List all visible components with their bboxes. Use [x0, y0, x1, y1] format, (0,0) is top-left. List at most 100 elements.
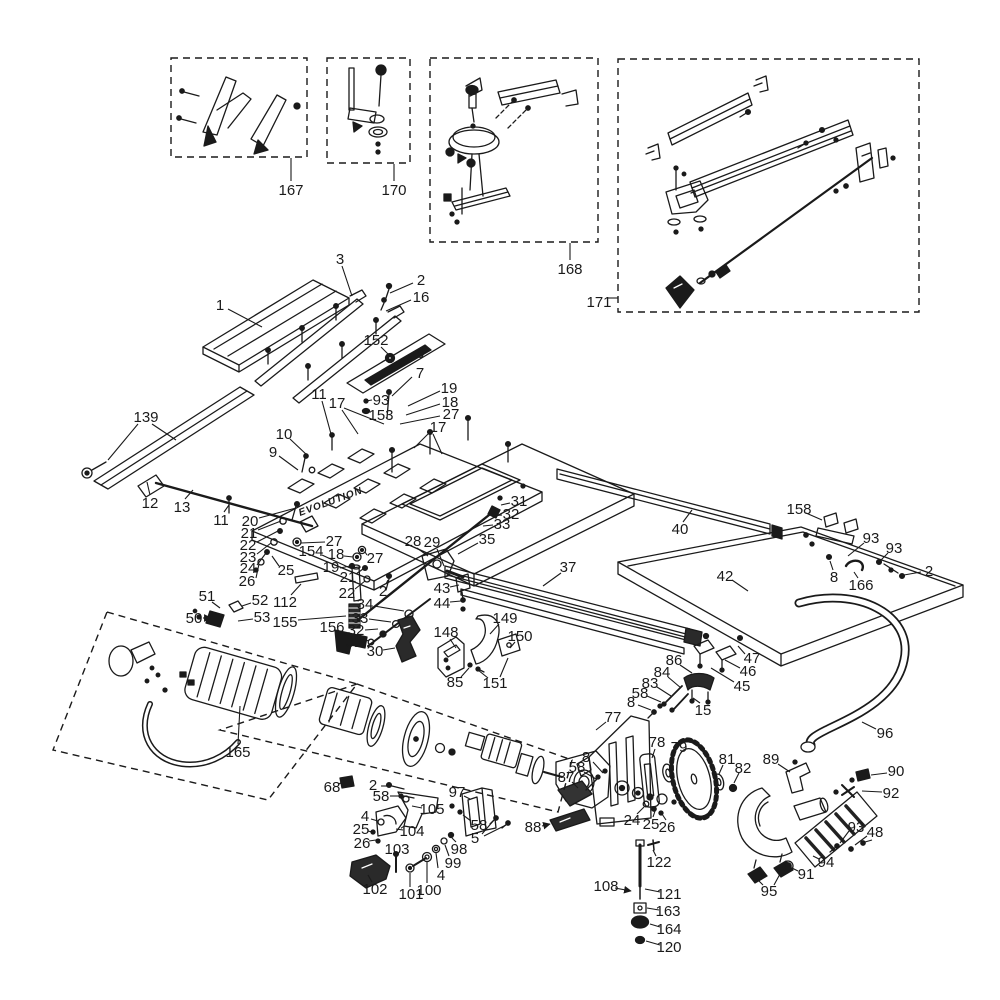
part-label-148: 148 [433, 624, 458, 641]
part-label-79: 79 [671, 739, 688, 756]
leader-line-163 [646, 907, 660, 911]
part-label-11: 11 [311, 386, 327, 403]
support-bars-drawing [81, 386, 335, 528]
leader-line-97 [463, 795, 471, 800]
part-label-68: 68 [324, 779, 341, 796]
part-label-163: 163 [655, 903, 680, 920]
part-label-18: 18 [442, 394, 459, 411]
leader-line-83 [656, 686, 672, 697]
side-rails-drawing [254, 282, 405, 404]
leader-line-149 [489, 623, 500, 635]
part-label-2: 2 [379, 583, 387, 600]
knife-bracket-drawing [437, 614, 521, 678]
part-label-40: 40 [672, 521, 689, 538]
leader-line-25 [652, 810, 656, 818]
part-label-27: 27 [443, 406, 460, 423]
part-label-2: 2 [417, 272, 425, 289]
part-label-9: 9 [269, 444, 277, 461]
part-label-99: 99 [445, 855, 462, 872]
leader-line-58 [583, 771, 597, 780]
leader-line-2 [389, 282, 414, 294]
leader-line-27 [399, 415, 441, 425]
part-label-58: 58 [373, 788, 390, 805]
depth-rod-drawing [630, 839, 660, 945]
inset-box-170 [326, 57, 411, 164]
leader-line-139 [107, 423, 139, 461]
part-label-91: 91 [798, 866, 815, 883]
part-label-17: 17 [430, 419, 447, 436]
part-label-101: 101 [398, 886, 423, 903]
part-label-51: 51 [199, 588, 216, 605]
leader-line-5 [483, 824, 507, 837]
part-label-151: 151 [482, 675, 507, 692]
leader-line-152 [380, 346, 391, 357]
table-insert-drawing [346, 333, 446, 419]
part-label-58: 58 [632, 685, 649, 702]
leader-line-93 [365, 399, 373, 402]
leader-line-42 [731, 579, 749, 592]
leader-line-2 [385, 579, 389, 585]
leader-line-93 [879, 552, 889, 562]
leader-line-17 [413, 431, 431, 449]
leader-line-121 [644, 888, 661, 893]
leader-line-89 [777, 763, 791, 773]
part-label-150: 150 [507, 628, 532, 645]
leader-line-81 [718, 764, 724, 775]
leader-line-22 [256, 530, 279, 543]
leader-line-29 [436, 548, 445, 567]
leader-line-17 [343, 407, 385, 425]
leader-line-58 [462, 814, 472, 822]
blade-housing-drawing [576, 703, 663, 827]
part-label-121: 121 [656, 886, 681, 903]
leader-line-13 [184, 489, 194, 500]
part-label-26: 26 [659, 819, 676, 836]
part-label-52: 52 [252, 592, 269, 609]
leader-line-98 [451, 837, 457, 843]
part-label-19: 19 [441, 380, 458, 397]
leader-line-102 [367, 874, 373, 883]
part-label-26: 26 [354, 835, 371, 852]
part-label-10: 10 [276, 426, 293, 443]
part-label-92: 92 [883, 785, 900, 802]
part-label-153: 153 [368, 407, 393, 424]
part-label-86: 86 [666, 652, 683, 669]
extension-table-drawing [202, 279, 350, 373]
part-label-108: 108 [593, 878, 618, 895]
part-label-4: 4 [437, 867, 445, 884]
leader-line-154 [321, 554, 351, 569]
leader-line-6 [397, 355, 414, 365]
leader-line-10 [289, 438, 309, 457]
leader-line-68 [338, 781, 343, 785]
part-label-166: 166 [848, 577, 873, 594]
leader-line-11 [223, 504, 230, 513]
part-label-37: 37 [560, 559, 577, 576]
leader-line-112 [290, 583, 302, 596]
handle-knob-parts-drawing [347, 64, 388, 155]
part-label-149: 149 [492, 610, 517, 627]
inset-box-165 [52, 611, 359, 801]
leader-line-91 [791, 867, 799, 872]
leader-line-53 [237, 618, 254, 622]
part-label-158: 158 [786, 501, 811, 518]
leader-line-8 [637, 704, 652, 711]
leader-line-3 [341, 265, 353, 297]
part-label-93: 93 [863, 530, 880, 547]
leader-line-27 [300, 541, 326, 544]
part-label-122: 122 [646, 854, 671, 871]
part-label-88: 88 [525, 819, 542, 836]
leader-line-18 [343, 555, 354, 558]
part-label-2: 2 [925, 563, 933, 580]
leader-line-48 [864, 839, 873, 843]
leader-line-51 [211, 601, 221, 609]
leader-line-82 [733, 772, 740, 784]
leader-line-96 [861, 721, 877, 730]
leader-line-44 [449, 600, 462, 603]
leader-line-150 [509, 641, 516, 649]
part-label-171: 171 [586, 294, 611, 311]
part-label-26: 26 [239, 573, 256, 590]
part-label-12: 12 [142, 495, 159, 512]
part-label-44: 44 [434, 595, 451, 612]
leader-line-93 [839, 830, 850, 844]
part-label-90: 90 [888, 763, 905, 780]
